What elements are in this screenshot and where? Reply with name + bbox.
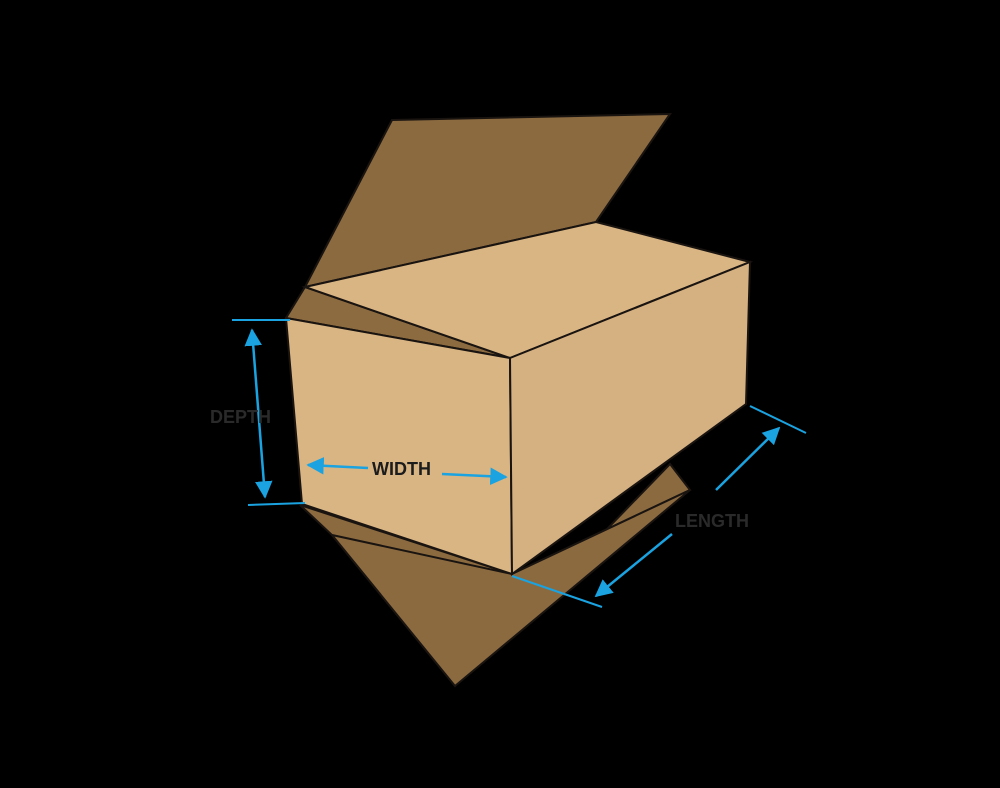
length-tick-left	[511, 575, 603, 608]
width-label: WIDTH	[372, 459, 431, 479]
depth-arrow	[244, 328, 273, 499]
length-label: LENGTH	[675, 511, 749, 531]
length-arrow-lower	[594, 533, 673, 598]
depth-label: DEPTH	[210, 407, 271, 427]
depth-tick-bottom	[247, 502, 306, 506]
bottom-flap-lower	[329, 489, 691, 688]
width-arrow-left	[306, 457, 369, 475]
width-arrow-right	[441, 467, 508, 486]
length-tick-right	[749, 405, 807, 434]
box-side-face	[508, 260, 752, 576]
length-arrow-upper	[715, 426, 781, 491]
box-front-face	[284, 316, 514, 576]
